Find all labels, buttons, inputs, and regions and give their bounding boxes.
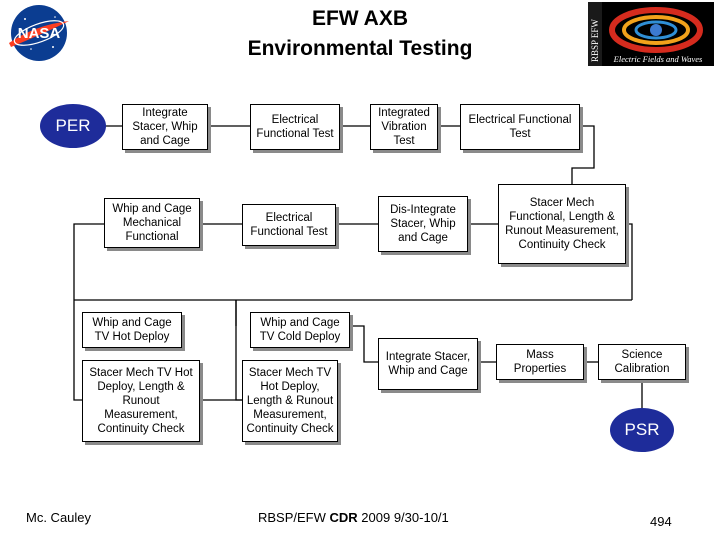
step-integrate-stacer-whip-cage: Integrate Stacer, Whip and Cage bbox=[122, 104, 208, 150]
step-dis-integrate-stacer-whip-cage: Dis-Integrate Stacer, Whip and Cage bbox=[378, 196, 468, 252]
step-electrical-functional-test-2: Electrical Functional Test bbox=[460, 104, 580, 150]
footer-center-prefix: RBSP/EFW bbox=[258, 510, 330, 525]
slide-title-line2: Environmental Testing bbox=[247, 37, 473, 60]
step-stacer-mech-tv-hot-deploy-right: Stacer Mech TV Hot Deploy, Length & Runo… bbox=[242, 360, 338, 442]
step-stacer-mech-functional: Stacer Mech Functional, Length & Runout … bbox=[498, 184, 626, 264]
step-electrical-functional-test-3: Electrical Functional Test bbox=[242, 204, 336, 246]
step-mass-properties: Mass Properties bbox=[496, 344, 584, 380]
footer-page-number: 494 bbox=[650, 514, 672, 529]
slide-title-line1: EFW AXB bbox=[311, 7, 409, 30]
step-integrated-vibration-test: Integrated Vibration Test bbox=[370, 104, 438, 150]
start-per-oval: PER bbox=[40, 104, 106, 148]
step-integrate-stacer-whip-cage-2: Integrate Stacer, Whip and Cage bbox=[378, 338, 478, 390]
nasa-logo: NASA bbox=[5, 3, 73, 63]
rbsp-efw-logo-side-text: RBSP EFW bbox=[590, 19, 600, 62]
step-whip-cage-tv-cold-deploy: Whip and Cage TV Cold Deploy bbox=[250, 312, 350, 348]
footer-center-bold: CDR bbox=[329, 510, 358, 525]
step-whip-cage-mechanical-functional: Whip and Cage Mechanical Functional bbox=[104, 198, 200, 248]
footer-center: RBSP/EFW CDR 2009 9/30-10/1 bbox=[258, 510, 449, 525]
step-electrical-functional-test-1: Electrical Functional Test bbox=[250, 104, 340, 150]
rbsp-efw-logo-caption: Electric Fields and Waves bbox=[613, 54, 703, 64]
step-science-calibration: Science Calibration bbox=[598, 344, 686, 380]
rbsp-efw-logo: RBSP EFW Electric Fields and Waves bbox=[588, 2, 714, 66]
footer-center-suffix: 2009 9/30-10/1 bbox=[357, 510, 449, 525]
end-psr-oval: PSR bbox=[610, 408, 674, 452]
step-stacer-mech-tv-hot-deploy-left: Stacer Mech TV Hot Deploy, Length & Runo… bbox=[82, 360, 200, 442]
footer-author: Mc. Cauley bbox=[26, 510, 92, 525]
nasa-logo-text: NASA bbox=[18, 25, 61, 42]
step-whip-cage-tv-hot-deploy: Whip and Cage TV Hot Deploy bbox=[82, 312, 182, 348]
